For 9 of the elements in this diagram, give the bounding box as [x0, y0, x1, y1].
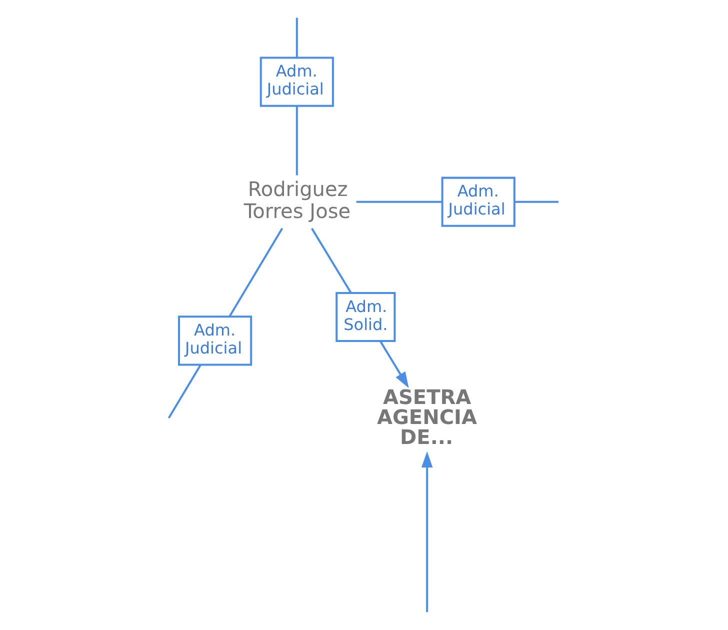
node-text: Rodriguez Torres Jose	[244, 176, 351, 223]
edge-label: Adm. Judicial	[185, 320, 242, 358]
connector	[168, 228, 284, 419]
arrow	[421, 451, 433, 612]
edge-label: Adm. Judicial	[266, 62, 324, 99]
node-text: ASETRA AGENCIA DE...	[377, 385, 477, 450]
arrow	[311, 228, 409, 388]
edge-label: Adm. Solid.	[344, 296, 388, 334]
edge-label: Adm. Judicial	[448, 182, 506, 219]
